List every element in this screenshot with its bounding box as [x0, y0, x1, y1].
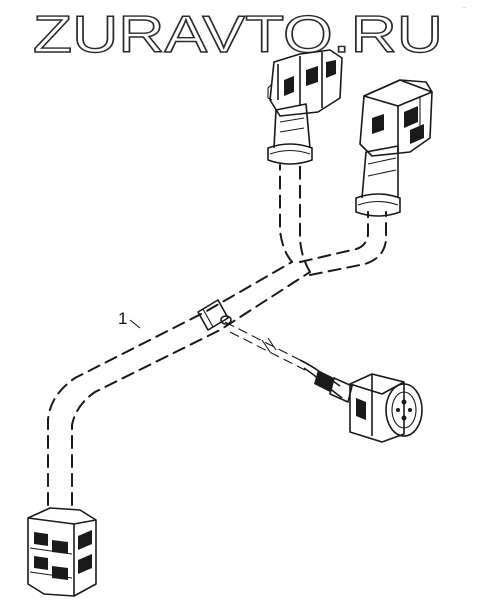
- corner-mark: ...: [462, 4, 466, 10]
- connector-right-icon: [355, 79, 433, 217]
- round-connector-icon: [299, 359, 423, 443]
- connector-bottom-left-icon: [27, 507, 97, 597]
- callout-label-1: 1: [118, 309, 127, 328]
- connector-upper-left-icon: [267, 49, 343, 165]
- wiring-harness-icon: [47, 164, 387, 506]
- cable-clamp-icon: [197, 299, 232, 331]
- watermark-text: ZURAVTO.RU: [33, 6, 443, 64]
- callout-leader: [129, 319, 141, 329]
